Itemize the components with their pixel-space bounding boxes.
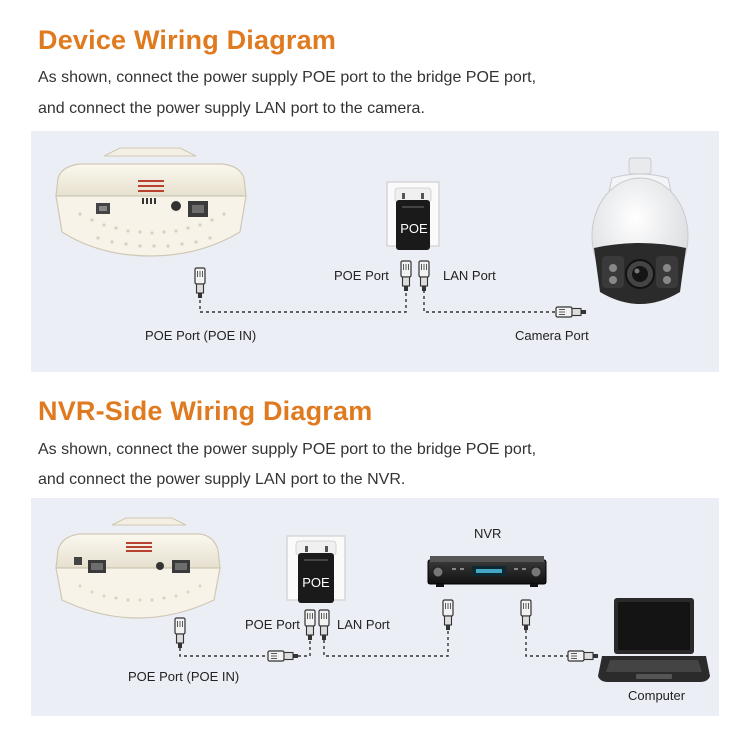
ptz-camera [591,157,689,304]
device-diagram-desc-line2: and connect the power supply LAN port to… [38,100,425,117]
device-lan-port-label: LAN Port [443,268,496,283]
laptop-computer [598,598,710,682]
device-cables [199,290,556,313]
bridge-device [55,147,247,257]
device-connectors [194,260,587,318]
nvr-cables [179,630,568,657]
nvr-bridge-device [55,517,221,619]
nvr-lan-port-label: LAN Port [337,617,390,632]
device-diagram-desc-line1: As shown, connect the power supply POE p… [38,69,537,86]
nvr-poe-adapter-label: POE [302,575,330,590]
poe-adapter [386,181,440,250]
nvr-poe-adapter [286,535,346,603]
nvr-bridge-port-label: POE Port (POE IN) [128,669,240,684]
computer-label: Computer [628,688,686,703]
nvr-diagram-desc-line2: and connect the power supply LAN port to… [38,471,406,488]
nvr-label: NVR [474,526,502,541]
nvr-diagram-title: NVR-Side Wiring Diagram [38,396,373,426]
device-camera-port-label: Camera Port [515,328,589,343]
device-diagram-title: Device Wiring Diagram [38,25,337,55]
poe-adapter-label: POE [400,221,428,236]
nvr-recorder [427,556,547,587]
nvr-diagram-desc-line1: As shown, connect the power supply POE p… [38,441,537,458]
device-poe-port-label: POE Port [334,268,389,283]
device-bridge-port-label: POE Port (POE IN) [145,328,257,343]
nvr-poe-port-label: POE Port [245,617,300,632]
